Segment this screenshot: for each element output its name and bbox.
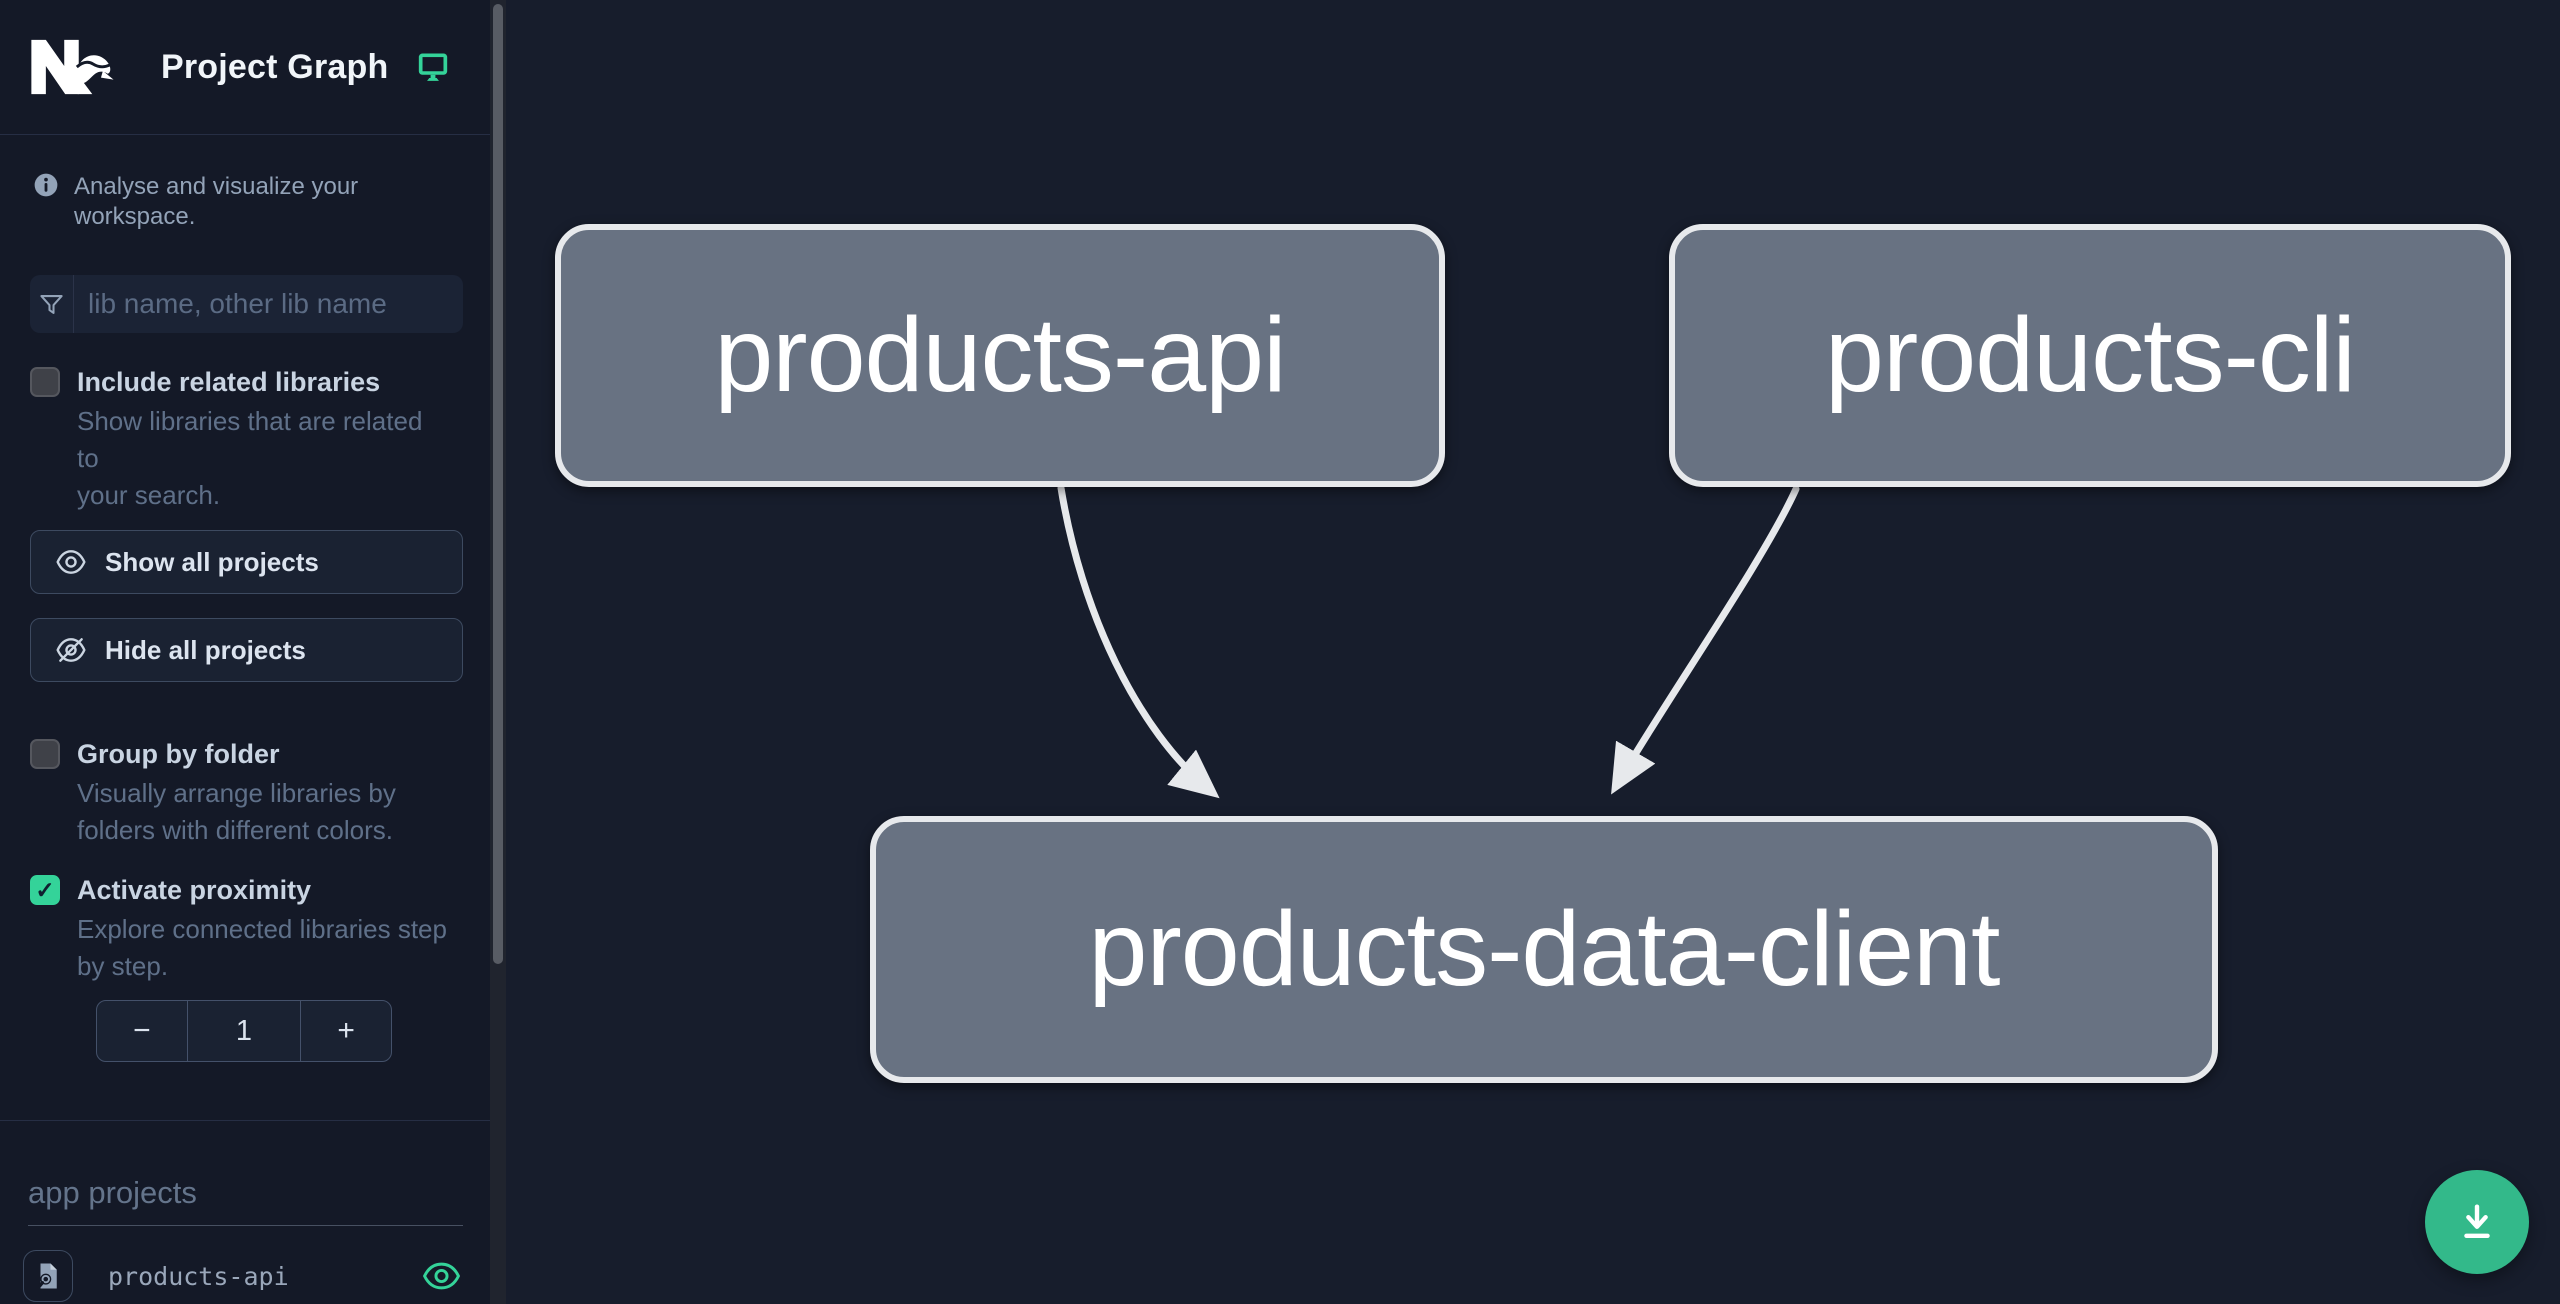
document-search-icon xyxy=(38,1263,57,1289)
node-products-cli[interactable]: products-cli xyxy=(1669,224,2511,487)
include-related-label: Include related libraries xyxy=(77,367,381,397)
edge-products-cli-to-products-data-client xyxy=(1611,485,1800,795)
include-related-description: Show libraries that are related to your … xyxy=(77,406,423,510)
workspace-tagline-row: Analyse and visualize your workspace. xyxy=(33,172,463,232)
eye-off-icon xyxy=(56,638,86,662)
workspace-tagline: Analyse and visualize your workspace. xyxy=(74,173,359,230)
filter-icon xyxy=(40,294,63,314)
sidebar-scrollbar-thumb[interactable] xyxy=(493,4,503,964)
proximity-decrement-button[interactable]: − xyxy=(133,1014,151,1047)
nx-logo xyxy=(31,39,114,95)
group-by-folder-label: Group by folder xyxy=(77,739,280,769)
download-icon xyxy=(2464,1204,2490,1239)
activate-proximity-group: ✓ Activate proximity Explore connected l… xyxy=(30,874,450,985)
show-all-projects-label: Show all projects xyxy=(105,546,319,577)
proximity-value: 1 xyxy=(186,1001,302,1061)
search-input[interactable] xyxy=(74,275,463,333)
include-related-checkbox[interactable] xyxy=(30,367,60,397)
proximity-stepper: − 1 + xyxy=(96,1000,392,1062)
focus-project-button[interactable] xyxy=(23,1250,73,1302)
toggle-visibility-eye-icon[interactable] xyxy=(423,1262,460,1290)
proximity-increment-button[interactable]: + xyxy=(337,1014,355,1047)
app-projects-section: app projects products-api xyxy=(0,1120,490,1302)
download-graph-button[interactable] xyxy=(2425,1170,2529,1274)
activate-proximity-description: Explore connected libraries step by step… xyxy=(77,914,447,981)
hide-all-projects-label: Hide all projects xyxy=(105,634,306,665)
project-list-item[interactable]: products-api xyxy=(0,1250,490,1302)
project-graph-canvas[interactable]: products-api products-cli products-data-… xyxy=(506,0,2560,1304)
node-products-api[interactable]: products-api xyxy=(555,224,1445,487)
filter-search-box xyxy=(30,275,463,333)
app-projects-heading: app projects xyxy=(28,1175,463,1226)
monitor-icon[interactable] xyxy=(416,50,450,84)
eye-icon xyxy=(56,550,86,574)
edge-products-api-to-products-data-client xyxy=(1057,484,1220,799)
sidebar-header: Project Graph xyxy=(0,0,490,135)
group-by-folder-group: Group by folder Visually arrange librari… xyxy=(30,738,450,849)
sidebar-scrollbar-track xyxy=(490,0,506,1304)
edges-layer xyxy=(1057,484,1800,799)
sidebar: Project Graph Analyse and visualize your… xyxy=(0,0,490,1304)
page-title: Project Graph xyxy=(161,47,389,86)
info-icon xyxy=(34,173,58,197)
show-all-projects-button[interactable]: Show all projects xyxy=(30,530,463,594)
activate-proximity-checkbox[interactable]: ✓ xyxy=(30,875,60,905)
activate-proximity-label: Activate proximity xyxy=(77,875,312,905)
include-related-group: Include related libraries Show libraries… xyxy=(30,366,450,514)
filter-icon-cell xyxy=(30,275,74,333)
group-by-folder-checkbox[interactable] xyxy=(30,739,60,769)
group-by-folder-description: Visually arrange libraries by folders wi… xyxy=(77,778,396,845)
project-name: products-api xyxy=(108,1261,289,1291)
hide-all-projects-button[interactable]: Hide all projects xyxy=(30,618,463,682)
node-products-data-client[interactable]: products-data-client xyxy=(870,816,2218,1083)
